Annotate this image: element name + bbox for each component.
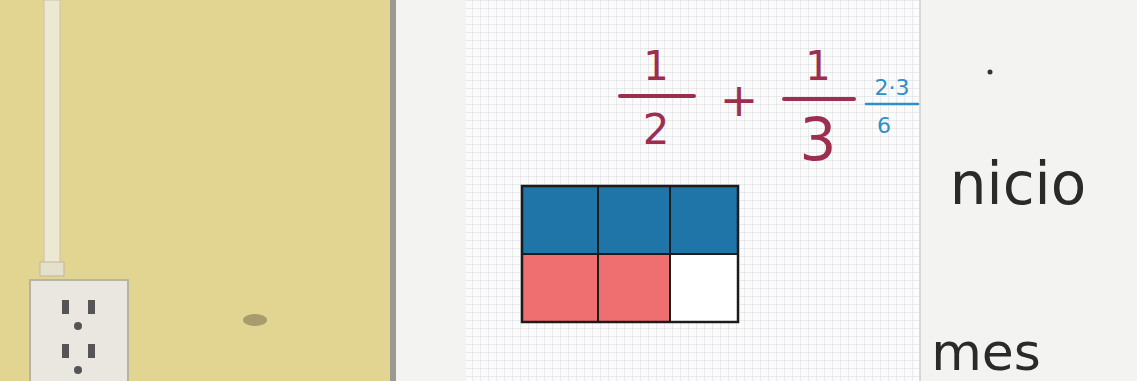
fraction-area-model <box>522 186 738 322</box>
fraction-bar <box>620 94 694 98</box>
outlet-plate <box>30 280 128 381</box>
denominator: 3 <box>800 111 837 169</box>
outlet-sockets <box>62 300 95 374</box>
conduit-cap <box>40 262 64 276</box>
numerator: 1 <box>643 46 668 86</box>
fraction-bar <box>784 97 854 101</box>
whiteboard-word: mes <box>931 326 1041 378</box>
numerator: 1 <box>805 46 830 86</box>
paper-grid <box>466 0 920 381</box>
paper-sheet <box>466 0 920 381</box>
plus-sign: + <box>720 77 759 123</box>
conduit <box>44 0 60 272</box>
denominator: 2 <box>643 109 670 151</box>
fraction-bar <box>866 103 918 106</box>
product-note: 2·3 <box>875 77 910 99</box>
marker-dot <box>988 70 993 75</box>
wall-stain <box>243 314 267 326</box>
whiteboard-word: nicio <box>950 155 1086 213</box>
paper-edge <box>919 0 921 381</box>
whiteboard <box>392 0 1137 381</box>
whiteboard-frame <box>390 0 396 381</box>
common-denominator: 6 <box>877 115 891 137</box>
